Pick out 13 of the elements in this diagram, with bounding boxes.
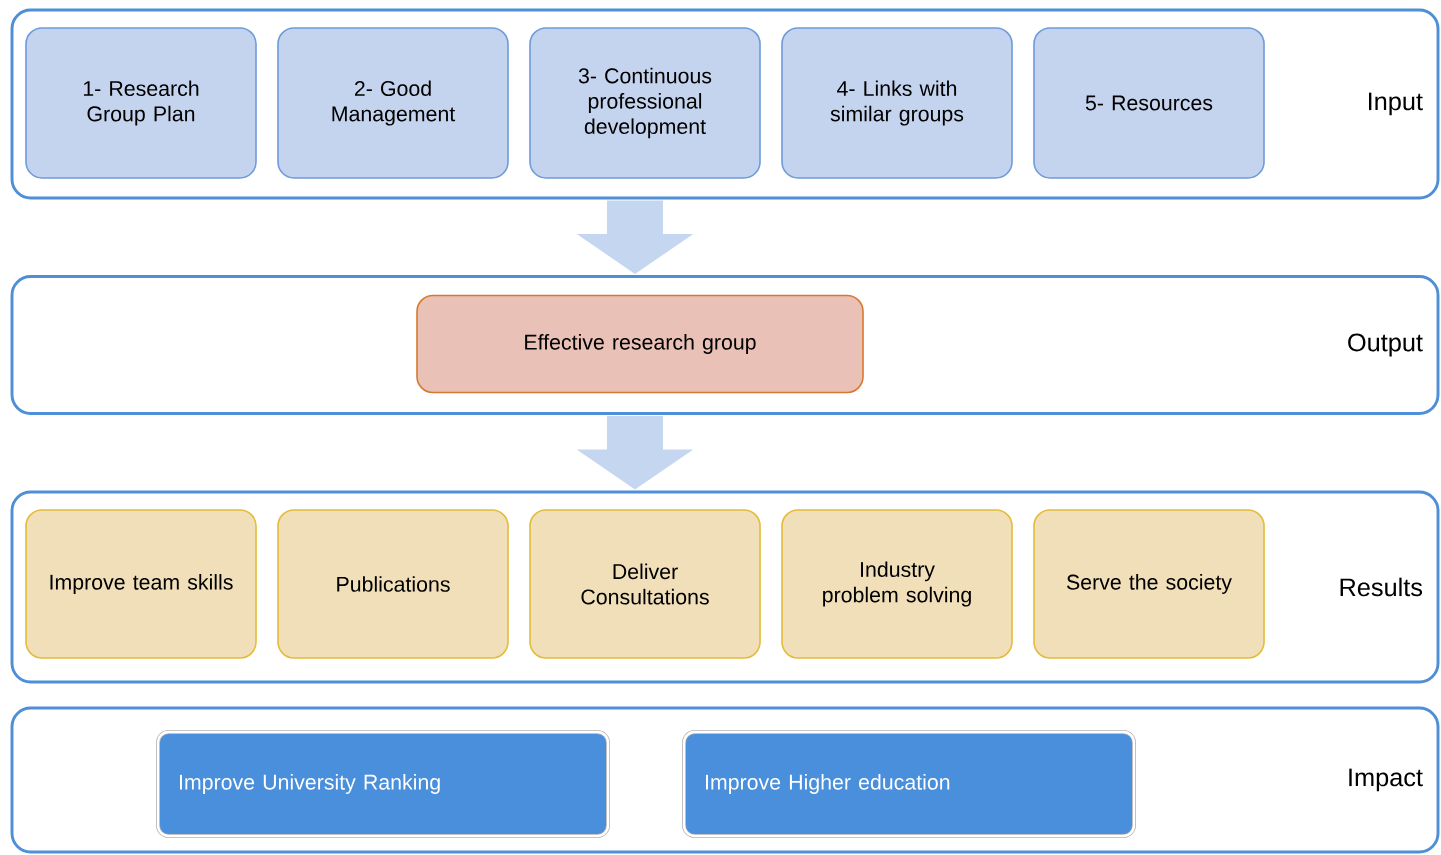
result-box: Industry problem solving — [781, 509, 1013, 659]
input-box: 4- Links with similar groups — [781, 27, 1013, 179]
input-box: 2- Good Management — [277, 27, 509, 179]
result-box: Deliver Consultations — [529, 509, 761, 659]
output-box: Effective research group — [416, 294, 864, 394]
impact-box: Improve University Ranking — [156, 730, 610, 838]
input-box: 3- Continuous professional development — [529, 27, 761, 179]
result-box: Publications — [277, 509, 509, 659]
input-box: 1- Research Group Plan — [25, 27, 257, 179]
impact-box: Improve Higher education — [682, 730, 1136, 838]
result-box: Serve the society — [1033, 509, 1265, 659]
result-box: Improve team skills — [25, 509, 257, 659]
input-box: 5- Resources — [1033, 27, 1265, 179]
